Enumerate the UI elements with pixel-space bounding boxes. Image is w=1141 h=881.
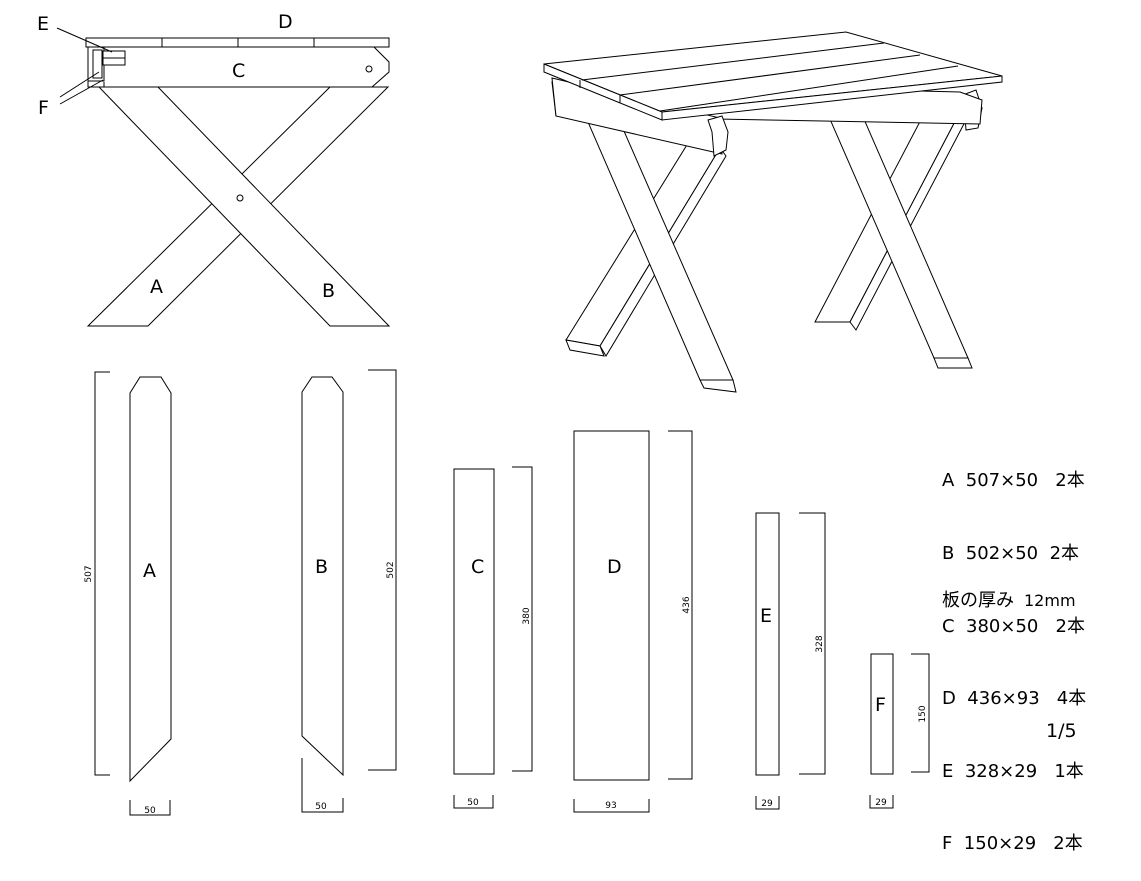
parts-list-row-c: C 380×50 2本 [942, 615, 1085, 637]
part-f-length: 150 [918, 705, 928, 722]
parts-list-row-b: B 502×50 2本 [942, 543, 1080, 564]
table-plan-drawing: E D C F A B [37, 11, 1003, 816]
label-a: A [150, 276, 163, 298]
part-c-width: 50 [467, 798, 479, 808]
leader-f2 [59, 79, 104, 105]
part-e-width: 29 [761, 799, 773, 809]
part-d-width: 93 [605, 801, 616, 811]
board-thickness-value: 12mm [1024, 591, 1076, 610]
label-b: B [322, 280, 335, 302]
part-a-length-dim [94, 371, 110, 776]
front-view: E D C F A B [37, 11, 391, 327]
part-f-shape [870, 653, 894, 775]
part-f-drawing: F 150 29 [869, 653, 930, 809]
label-c: C [232, 60, 245, 82]
part-b-width: 50 [315, 802, 327, 812]
isometric-view [543, 31, 1003, 393]
leader-f1 [59, 71, 100, 98]
part-e-shape [755, 512, 780, 776]
part-d-width-dim [573, 799, 650, 813]
end-blocks-front [87, 46, 126, 87]
part-e-label: E [760, 605, 772, 627]
label-f: F [38, 97, 49, 119]
parts-list-row-e: E 328×29 1本 [942, 760, 1084, 782]
part-b-shape [301, 376, 344, 777]
top-boards-front [85, 37, 390, 48]
board-thickness: 板の厚み 12mm [942, 586, 1076, 612]
part-c-shape [453, 468, 495, 775]
part-a-width-dim [129, 800, 171, 816]
part-a-label: A [143, 560, 156, 582]
iso-tabletop [543, 31, 1003, 121]
label-e: E [37, 13, 49, 35]
part-d-length-dim [668, 430, 693, 780]
part-f-length-dim [911, 653, 930, 773]
part-b-length: 502 [386, 561, 396, 578]
parts-list-row-d: D 436×93 4本 [942, 688, 1087, 710]
leg-pivot-hole [236, 194, 244, 202]
part-c-length: 380 [522, 607, 532, 624]
part-a-shape [129, 376, 172, 783]
part-d-shape [573, 430, 650, 781]
part-a-length: 507 [84, 565, 94, 582]
part-f-width-dim [869, 795, 894, 809]
drawing-scale: 1/5 [1046, 720, 1077, 742]
part-b-length-dim [368, 369, 397, 771]
part-b-width-dim [301, 758, 344, 813]
iso-front-legs [565, 121, 737, 393]
parts-list-row-f: F 150×29 2本 [942, 833, 1083, 855]
part-d-length: 436 [682, 596, 692, 613]
part-f-width: 29 [875, 798, 887, 808]
part-d-label: D [607, 556, 622, 578]
rail-c-front [87, 46, 390, 88]
part-e-width-dim [755, 796, 780, 810]
leader-e [56, 27, 113, 53]
part-b-drawing: B 502 50 [301, 369, 397, 813]
rail-pivot-hole [365, 65, 373, 73]
part-c-label: C [471, 556, 484, 578]
label-d: D [278, 11, 293, 33]
part-e-length-dim [799, 512, 826, 775]
part-f-label: F [875, 694, 886, 716]
part-c-width-dim [453, 795, 494, 809]
part-a-width: 50 [144, 806, 156, 816]
parts-list: A 507×50 2本 B 502×50 2本 C 380×50 2本 D 43… [942, 421, 1086, 881]
part-c-drawing: C 380 50 [453, 466, 533, 809]
board-thickness-label: 板の厚み [942, 590, 1014, 611]
parts-list-row-a: A 507×50 2本 [942, 470, 1085, 492]
part-e-drawing: E 328 29 [755, 512, 826, 810]
part-a-drawing: A 507 50 [84, 371, 172, 816]
part-e-length: 328 [815, 635, 825, 652]
iso-back-legs [814, 89, 983, 369]
part-b-label: B [315, 556, 328, 578]
part-c-length-dim [512, 466, 533, 772]
part-d-drawing: D 436 93 [573, 430, 693, 813]
